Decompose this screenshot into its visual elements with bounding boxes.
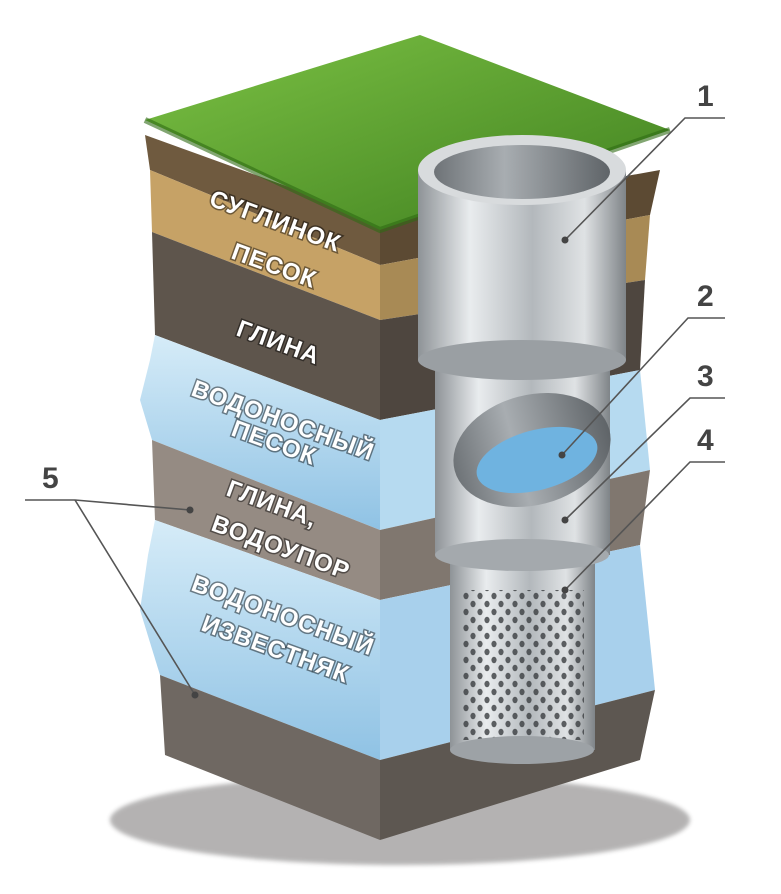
callout-number-3: 3 (697, 360, 714, 393)
well-casing (418, 135, 626, 764)
layer-aquitard-face (152, 440, 380, 600)
water-in-casing (476, 426, 598, 494)
layer-aquifer-limestone-face (140, 520, 380, 760)
callout-number-5: 5 (42, 462, 59, 495)
callout-number-2: 2 (697, 280, 714, 313)
layer-bedrock-face (160, 675, 380, 840)
layer-aquifer-sand-face (140, 335, 380, 530)
callout-number-1: 1 (697, 80, 714, 113)
leader-3 (564, 397, 725, 521)
leader-4 (564, 461, 725, 591)
filter-perforations (462, 590, 584, 740)
layer-clay-face (152, 232, 380, 420)
layer-sand-face (150, 170, 380, 320)
callout-dots (186, 236, 569, 699)
layer-loam-face (145, 135, 380, 265)
callout-lines (25, 117, 725, 696)
casing-opening (434, 145, 610, 199)
leader-5b (74, 499, 196, 696)
callout-number-4: 4 (697, 424, 714, 457)
leader-1 (564, 117, 725, 241)
leader-2 (561, 317, 725, 456)
soil-block-front-face (140, 135, 380, 840)
